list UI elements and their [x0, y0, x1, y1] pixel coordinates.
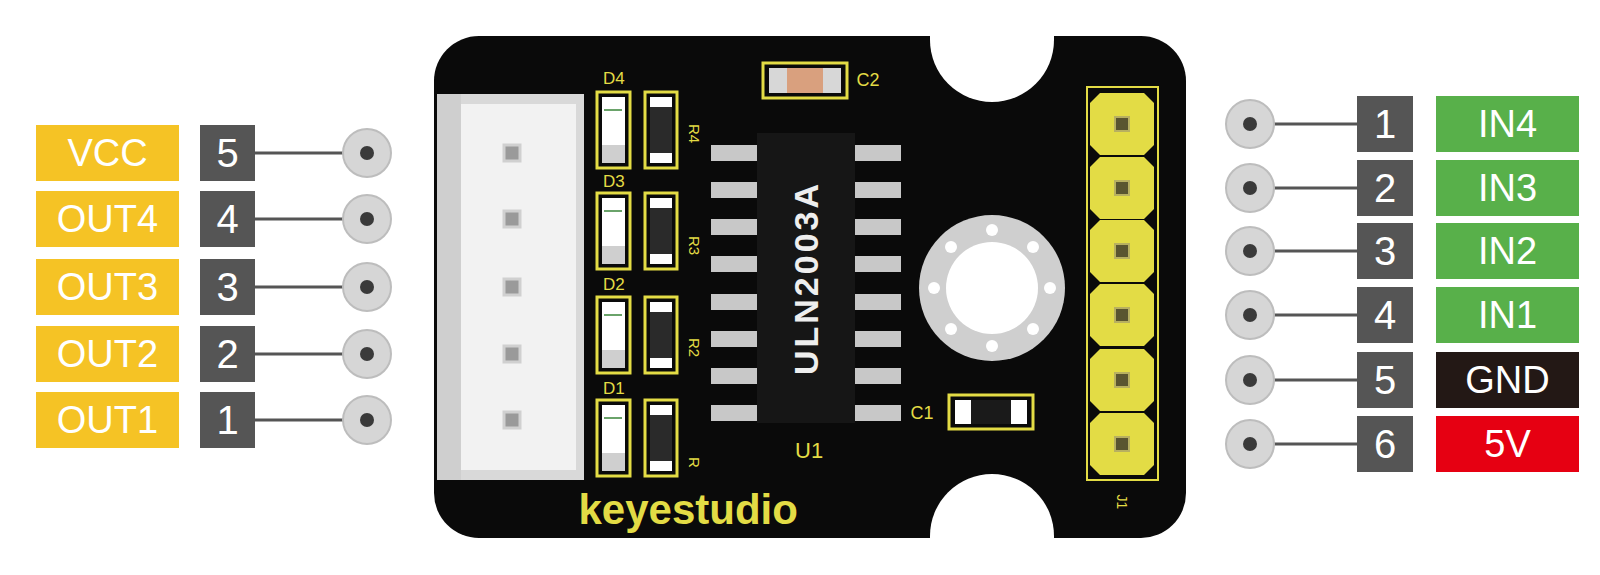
pin-label: 5: [1374, 360, 1396, 400]
pin-name-box: 5V: [1436, 416, 1579, 472]
part-ref: D2: [603, 276, 625, 293]
pin-number-box: 4: [1357, 287, 1413, 343]
capacitor-c1: [949, 395, 1033, 429]
connector-housing: [449, 104, 576, 470]
pin-label: 2: [1374, 168, 1396, 208]
pin-number-box: 1: [200, 392, 255, 448]
capacitor-c2: [763, 63, 847, 98]
pin-number-box: 6: [1357, 416, 1413, 472]
pin-name-box: OUT1: [36, 392, 179, 448]
chip-body: ULN2003A: [757, 133, 855, 423]
pin-number-box: 1: [1357, 96, 1413, 152]
part-ref: C2: [857, 71, 880, 89]
pin-label: 3: [1374, 231, 1396, 271]
pin-name-box: OUT3: [36, 259, 179, 315]
board-notch: [930, 0, 1054, 102]
part-ref: R: [686, 457, 701, 468]
pin-label: VCC: [67, 134, 147, 172]
pin-label: 2: [216, 334, 238, 374]
leader-lines: [255, 124, 1357, 444]
pin-circles: [343, 100, 1274, 468]
part-ref: J1: [1115, 495, 1129, 510]
pin-label: 5V: [1484, 425, 1530, 463]
pin-number-box: 3: [200, 259, 255, 315]
connector-housing: [437, 94, 584, 480]
chip-marking: ULN2003A: [789, 181, 823, 375]
brand-logo: keyestudio: [579, 489, 798, 531]
mounting-hole: [919, 215, 1065, 361]
pin-label: 4: [1374, 295, 1396, 335]
pin-label: 4: [216, 199, 238, 239]
pin-number-box: 3: [1357, 223, 1413, 279]
pin-label: OUT3: [57, 268, 158, 306]
pin-label: 1: [1374, 104, 1396, 144]
pin-name-box: OUT4: [36, 191, 179, 247]
pin-label: OUT4: [57, 200, 158, 238]
pin-label: 1: [216, 400, 238, 440]
pin-number-box: 2: [200, 326, 255, 382]
pin-name-box: VCC: [36, 125, 179, 181]
pin-name-box: IN2: [1436, 223, 1579, 279]
part-ref: D1: [603, 380, 625, 397]
pin-label: 3: [216, 267, 238, 307]
pin-number-box: 4: [200, 191, 255, 247]
pin-label: OUT1: [57, 401, 158, 439]
part-ref: R3: [687, 235, 702, 254]
pin-number-box: 5: [200, 125, 255, 181]
connector-housing: [437, 94, 461, 480]
pin-name-box: IN3: [1436, 160, 1579, 216]
part-ref: C1: [911, 404, 934, 422]
pin-name-box: IN4: [1436, 96, 1579, 152]
part-ref: R2: [687, 337, 702, 356]
pin-label: IN4: [1478, 105, 1537, 143]
pin-label: GND: [1465, 361, 1549, 399]
pin-label: IN2: [1478, 232, 1537, 270]
pin-number-box: 2: [1357, 160, 1413, 216]
pin-number-box: 5: [1357, 352, 1413, 408]
pin-label: OUT2: [57, 335, 158, 373]
part-ref: D4: [603, 70, 625, 87]
resistor-symbols: [645, 92, 677, 476]
connector-pins: [504, 145, 520, 428]
pin-label: IN1: [1478, 296, 1537, 334]
part-ref: R4: [687, 123, 702, 142]
pin-name-box: OUT2: [36, 326, 179, 382]
pin-label: 5: [216, 133, 238, 173]
board-notch: [930, 474, 1054, 575]
pcb-board: [434, 36, 1186, 538]
part-ref: U1: [795, 440, 823, 462]
pin-label: IN3: [1478, 169, 1537, 207]
pin-name-box: GND: [1436, 352, 1579, 408]
part-ref: D3: [603, 173, 625, 190]
pin-label: 6: [1374, 424, 1396, 464]
pin-name-box: IN1: [1436, 287, 1579, 343]
led-symbols: [597, 92, 630, 476]
pin-header: [1087, 87, 1158, 480]
